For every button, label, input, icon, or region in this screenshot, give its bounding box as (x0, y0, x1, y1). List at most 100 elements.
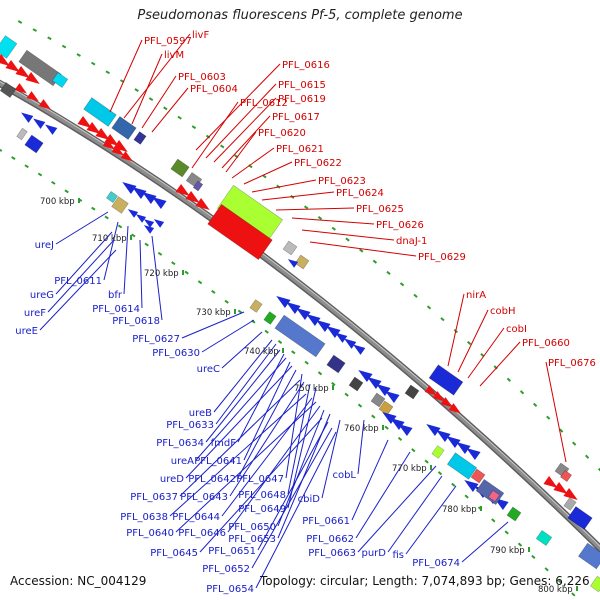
reverse-label-leader (251, 427, 333, 569)
reverse-gene-arrow (466, 447, 481, 461)
cyan-feature (83, 97, 117, 127)
inner-tick-dot (11, 156, 16, 160)
forward-gene-label: PFL_0597 (144, 36, 192, 47)
reverse-label-leader (285, 373, 303, 479)
reverse-block (567, 506, 593, 530)
outer-tick-dot (191, 125, 197, 130)
reverse-gene-label: PFL_0662 (306, 534, 354, 545)
reverse-gene-label: purD (362, 548, 387, 559)
forward-block (560, 470, 572, 482)
forward-gene-arrow (38, 99, 51, 110)
reverse-gene-label: PFL_0611 (54, 276, 102, 287)
inner-tick-dot (0, 148, 3, 152)
forward-label-leader (123, 33, 191, 119)
reverse-gene-label: ureD (160, 474, 184, 485)
gray-feature (16, 127, 28, 141)
kbp-tick-mark (332, 385, 334, 390)
forward-gene-label: PFL_0660 (522, 338, 570, 349)
large-forward-gene (207, 203, 273, 261)
reverse-gene-label: PFL_0637 (130, 492, 178, 503)
forward-gene-label: PFL_0603 (178, 72, 226, 83)
blue-feature (577, 542, 600, 570)
outer-tick-dot (533, 402, 538, 408)
forward-gene-label: PFL_0629 (418, 252, 466, 263)
tick-layer (0, 20, 600, 597)
forward-label-leader (131, 53, 163, 125)
reverse-gene-label: PFL_0652 (202, 564, 250, 575)
reverse-label-leader (461, 521, 509, 563)
kbp-tick-label: 780 kbp (442, 505, 477, 515)
forward-gene-label: nirA (466, 290, 486, 301)
inner-tick-dot (357, 403, 363, 408)
forward-label-leader (261, 191, 335, 201)
inner-tick-dot (397, 436, 403, 441)
cyan-feature (106, 191, 118, 203)
outer-tick-dot (440, 317, 445, 322)
outer-tick-dot (91, 61, 96, 66)
reverse-label-leader (357, 465, 437, 553)
reverse-gene-arrow (306, 313, 321, 327)
reverse-label-leader (221, 397, 313, 517)
kbp-tick-mark (78, 198, 80, 203)
inner-tick-dot (131, 233, 136, 238)
cyan-feature (0, 35, 18, 59)
inner-tick-dot (384, 425, 389, 430)
gray-feature (0, 82, 17, 98)
backbone-arc (0, 81, 600, 551)
reverse-gene-arrow (446, 435, 461, 449)
inner-tick-dot (571, 592, 576, 597)
reverse-gene-label: fmdF (211, 438, 237, 449)
forward-gene-label: PFL_0612 (240, 98, 288, 109)
reverse-gene-label: fis (392, 550, 404, 561)
reverse-label-leader (169, 393, 307, 517)
inner-tick-dot (184, 270, 189, 275)
reverse-gene-label: PFL_0651 (208, 546, 256, 557)
reverse-label-leader (213, 339, 273, 413)
kbp-tick-mark (430, 465, 432, 470)
forward-gene-label: livF (192, 30, 209, 41)
pink-feature (488, 490, 500, 502)
forward-label-leader (243, 161, 293, 185)
reverse-label-leader (205, 349, 281, 443)
inner-tick-dot (37, 172, 43, 177)
forward-label-leader (275, 207, 355, 211)
outer-tick-dot (572, 441, 577, 446)
reverse-label-leader (229, 381, 305, 497)
reverse-gene-arrow (143, 219, 155, 228)
kbp-tick-label: 740 kbp (244, 347, 279, 357)
blue-feature (274, 314, 326, 358)
reverse-gene-arrow (456, 441, 471, 455)
reverse-label-leader (227, 405, 321, 533)
reverse-gene-label: PFL_0634 (156, 438, 204, 449)
outer-tick-dot (331, 226, 336, 231)
reverse-gene-label: PFL_0627 (132, 334, 180, 345)
outer-tick-dot (413, 293, 418, 298)
reverse-gene-arrow (132, 186, 147, 200)
lime-feature (590, 575, 600, 593)
forward-gene-label: PFL_0623 (318, 176, 366, 187)
reverse-gene-label: PFL_0645 (150, 548, 198, 559)
kbp-tick-label: 710 kbp (92, 234, 127, 244)
reverse-label-leader (179, 379, 301, 497)
gene-block (326, 354, 346, 374)
forward-gene-arrow (120, 151, 133, 162)
reverse-gene-label: PFL_0649 (238, 504, 286, 515)
reverse-gene-label: PFL_0643 (180, 492, 228, 503)
forward-label-leader (467, 327, 505, 379)
forward-gene-label: PFL_0619 (278, 94, 326, 105)
forward-gene-arrow (113, 139, 128, 153)
reverse-gene-arrow (296, 307, 311, 321)
reverse-label-leader (221, 331, 263, 369)
forward-label-leader (109, 39, 143, 113)
outer-tick-dot (317, 215, 323, 221)
reverse-gene-arrow (464, 479, 479, 493)
reverse-label-leader (357, 419, 365, 475)
reverse-label-leader (277, 409, 325, 527)
kbp-tick-mark (576, 586, 578, 591)
reverse-label-leader (243, 361, 291, 461)
forward-gene-label: PFL_0624 (336, 188, 384, 199)
reverse-gene-label: bfr (108, 290, 123, 301)
inner-tick-dot (371, 414, 376, 419)
reverse-gene-label: ureF (24, 308, 46, 319)
